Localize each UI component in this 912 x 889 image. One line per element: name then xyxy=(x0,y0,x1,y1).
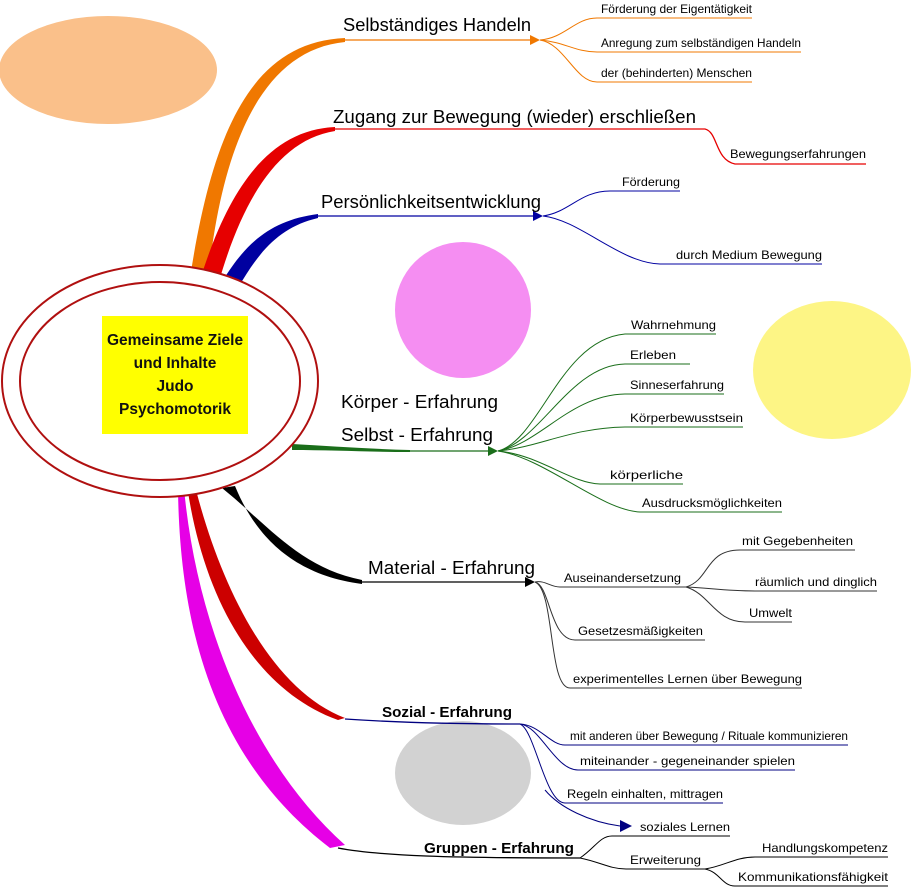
center-line-4: Psychomotorik xyxy=(119,401,231,418)
title-selbst-handeln: Selbständiges Handeln xyxy=(343,15,531,35)
connector-ause-2 xyxy=(685,586,877,592)
title-zugang: Zugang zur Bewegung (wieder) erschließen xyxy=(333,107,696,127)
leaf-zugang-1: Bewegungserfahrungen xyxy=(730,147,866,161)
leaf-koerper-5: körperliche xyxy=(610,468,683,482)
leaf-sozial-1: mit anderen über Bewegung / Rituale komm… xyxy=(570,729,848,743)
leaf-koerper-3: Sinneserfahrung xyxy=(630,378,724,392)
yellow-blob xyxy=(753,301,911,439)
branch-blue xyxy=(222,214,318,288)
connector-koerper-2 xyxy=(497,363,690,452)
connector-material-ause xyxy=(534,581,686,588)
connector-sozial-3 xyxy=(519,723,723,804)
arrow-material xyxy=(525,577,535,587)
arrow-selbst xyxy=(530,35,540,45)
leaf-sozial-2: miteinander - gegeneinander spielen xyxy=(580,754,795,768)
leaf-pers-1: Förderung xyxy=(622,175,680,189)
center-topic: Gemeinsame Ziele und Inhalte Judo Psycho… xyxy=(102,316,248,434)
title-koerper-1: Körper - Erfahrung xyxy=(341,392,498,412)
title-koerper-2: Selbst - Erfahrung xyxy=(341,425,493,445)
pink-blob xyxy=(395,242,531,378)
connector-koerper-5 xyxy=(497,450,683,485)
line-sozial xyxy=(344,718,521,725)
connector-gruppen-sl xyxy=(579,835,730,859)
leaf-selbst-3: der (behinderten) Menschen xyxy=(601,66,752,80)
center-line-1: Gemeinsame Ziele xyxy=(106,332,244,349)
connector-selbst-1 xyxy=(539,17,752,41)
leaf-koerper-2: Erleben xyxy=(630,348,676,362)
leaf-koerper-6: Ausdrucksmöglichkeiten xyxy=(642,496,782,510)
connector-material-exp xyxy=(534,581,802,689)
connector-koerper-3 xyxy=(497,393,724,452)
leaf-material-sub-1: mit Gegebenheiten xyxy=(742,534,853,548)
leaf-gruppen-sub-1: Handlungskompetenz xyxy=(762,841,888,855)
leaf-selbst-2: Anregung zum selbständigen Handeln xyxy=(601,36,801,50)
branch-orange xyxy=(190,38,345,280)
branch-green xyxy=(292,444,410,452)
leaf-selbst-1: Förderung der Eigentätigkeit xyxy=(601,2,753,16)
title-sozial: Sozial - Erfahrung xyxy=(382,704,512,721)
leaf-material-exp: experimentelles Lernen über Bewegung xyxy=(573,672,802,686)
center-line-2: und Inhalte xyxy=(133,355,217,372)
connector-koerper-1 xyxy=(497,333,716,452)
connector-koerper-4 xyxy=(497,426,743,452)
arrow-koerper xyxy=(488,446,498,456)
connector-pers-1 xyxy=(542,190,680,217)
branch-black xyxy=(222,486,362,584)
leaf-material-sub-2: räumlich und dinglich xyxy=(755,575,877,589)
leaf-sozial-3: Regeln einhalten, mittragen xyxy=(567,787,723,801)
title-material: Material - Erfahrung xyxy=(368,558,535,578)
connector-sozial-2 xyxy=(519,723,795,771)
arrow-soziales-lernen xyxy=(620,820,632,832)
title-persoenlichkeit: Persönlichkeitsentwicklung xyxy=(321,192,541,212)
center-line-3: Judo xyxy=(156,378,194,395)
connector-erw-2 xyxy=(704,868,888,887)
connector-soziales-lernen xyxy=(544,789,621,827)
leaf-material-ause: Auseinandersetzung xyxy=(564,571,681,585)
connector-gruppen-erw xyxy=(579,857,705,870)
connector-ause-3 xyxy=(685,586,792,623)
connector-material-gesetz xyxy=(534,581,705,641)
leaf-material-sub-3: Umwelt xyxy=(749,606,793,620)
leaf-pers-2: durch Medium Bewegung xyxy=(676,248,822,262)
connector-ause-1 xyxy=(685,549,855,588)
connector-pers-2 xyxy=(542,215,822,265)
title-gruppen: Gruppen - Erfahrung xyxy=(424,840,574,857)
leaf-gruppen-erw: Erweiterung xyxy=(630,853,701,867)
connector-selbst-2 xyxy=(539,39,801,53)
connector-koerper-6 xyxy=(497,450,782,513)
leaf-soziales-lernen: soziales Lernen xyxy=(640,820,730,834)
line-gruppen xyxy=(337,847,581,859)
line-zugang xyxy=(335,128,866,165)
leaf-material-gesetz: Gesetzesmäßigkeiten xyxy=(578,624,703,638)
branch-red xyxy=(200,127,335,285)
orange-blob xyxy=(0,16,217,124)
leaf-gruppen-sub-2: Kommunikationsfähigkeit xyxy=(738,870,889,884)
leaf-koerper-1: Wahrnehmung xyxy=(631,318,716,332)
gray-blob xyxy=(395,721,531,825)
branch-magenta xyxy=(178,488,345,848)
connector-selbst-3 xyxy=(539,39,752,83)
arrow-persoenlichkeit xyxy=(533,211,543,221)
connector-erw-1 xyxy=(704,856,888,870)
connector-sozial-1 xyxy=(519,723,848,746)
leaf-koerper-4: Körperbewusstsein xyxy=(630,411,743,425)
